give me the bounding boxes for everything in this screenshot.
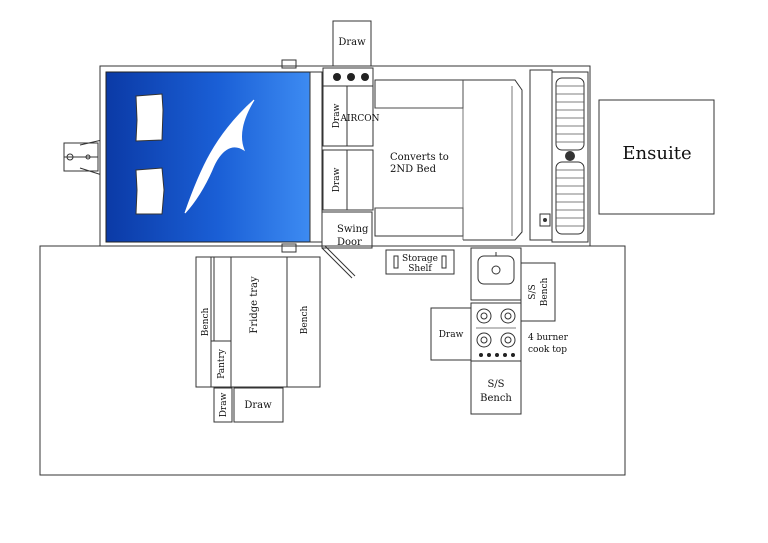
swing-door-label-2: Door bbox=[337, 237, 362, 248]
top-drawer bbox=[332, 20, 372, 67]
small-drawer-label: Draw bbox=[219, 392, 229, 417]
hinge-icon bbox=[281, 243, 297, 253]
ss-bench-bottom bbox=[470, 360, 522, 415]
bottom-drawer-label: Draw bbox=[244, 400, 272, 411]
drawbar bbox=[63, 139, 103, 176]
bench-right-label: Bench bbox=[300, 306, 310, 335]
swing-door-frame bbox=[321, 211, 373, 249]
burner-icon bbox=[476, 308, 516, 348]
bench-left bbox=[195, 256, 215, 388]
storage-shelf bbox=[385, 249, 455, 275]
cooktop-label-1: 4 burner bbox=[528, 333, 569, 343]
spare-wheel-bay bbox=[551, 71, 589, 243]
ensuite bbox=[598, 99, 715, 215]
vent-icon bbox=[361, 73, 369, 81]
inner-wall bbox=[309, 71, 323, 243]
fridge-tray-label: Fridge tray bbox=[249, 276, 260, 334]
hub-icon bbox=[565, 151, 575, 161]
pantry-label: Pantry bbox=[217, 348, 227, 379]
left-drawer-1-label: Draw bbox=[332, 103, 342, 128]
converts-label-2: 2ND Bed bbox=[390, 164, 437, 175]
aircon-label: AIRCON bbox=[340, 114, 380, 124]
bottom-drawer bbox=[233, 387, 284, 423]
spare-wheel-top-icon bbox=[555, 77, 585, 151]
brand-logo-icon bbox=[184, 99, 255, 214]
spare-wheel-bottom-icon bbox=[555, 161, 585, 235]
storage-shelf-label-2: Shelf bbox=[408, 264, 432, 274]
hinge-icon bbox=[281, 59, 297, 69]
ensuite-label: Ensuite bbox=[622, 143, 691, 164]
bench-left-label: Bench bbox=[201, 308, 211, 337]
ss-bench-bottom-label-2: Bench bbox=[480, 393, 512, 404]
pillow-bottom bbox=[135, 167, 165, 215]
swing-door-leaf bbox=[321, 247, 353, 279]
bench-right bbox=[286, 256, 321, 388]
knob-row-icon bbox=[479, 353, 515, 357]
ss-bench-side-label-2: Bench bbox=[540, 278, 550, 307]
storage-shelf-label-1: Storage bbox=[402, 254, 438, 264]
top-drawer-label: Draw bbox=[338, 37, 366, 48]
outlet-icon bbox=[539, 213, 551, 227]
cooktop-label-2: cook top bbox=[528, 345, 567, 355]
small-drawer bbox=[213, 387, 233, 423]
pantry bbox=[210, 340, 232, 388]
ss-bench-side bbox=[520, 262, 556, 322]
vent-icon bbox=[333, 73, 341, 81]
ss-bench-side-label-1: S/S bbox=[528, 284, 538, 299]
swing-door-label-1: Swing bbox=[337, 224, 369, 235]
kitchen-drawer-label: Draw bbox=[439, 330, 464, 340]
vent-icon bbox=[347, 73, 355, 81]
kitchen-drawer bbox=[430, 307, 472, 361]
ss-bench-bottom-label-1: S/S bbox=[487, 379, 504, 390]
left-drawer-2-label: Draw bbox=[332, 167, 342, 192]
seat-side bbox=[346, 149, 374, 211]
dinette-table bbox=[463, 79, 523, 241]
aircon-unit bbox=[346, 85, 374, 147]
pillow-top bbox=[135, 93, 164, 142]
converts-label-1: Converts to bbox=[390, 152, 449, 163]
